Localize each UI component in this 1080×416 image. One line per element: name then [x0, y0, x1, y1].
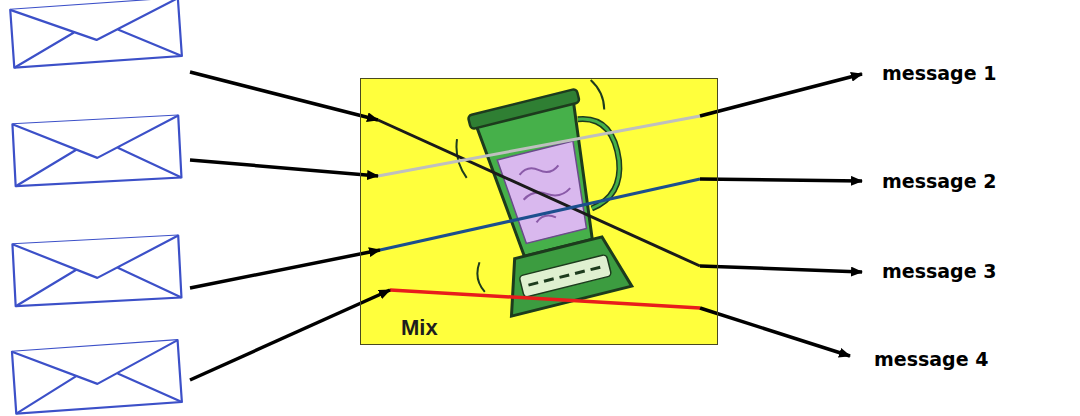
message-label: message 3	[882, 262, 996, 281]
mix-ground	[360, 78, 718, 345]
output-arrows	[700, 74, 862, 356]
mix-label: Mix	[401, 317, 438, 339]
message-label: message 4	[874, 350, 988, 369]
envelopes	[10, 0, 182, 414]
message-label: message 1	[882, 64, 996, 83]
mix-paths	[378, 116, 700, 308]
blender-picture	[438, 78, 650, 322]
mix-box: Mix	[360, 78, 718, 345]
message-label: message 2	[882, 172, 996, 191]
